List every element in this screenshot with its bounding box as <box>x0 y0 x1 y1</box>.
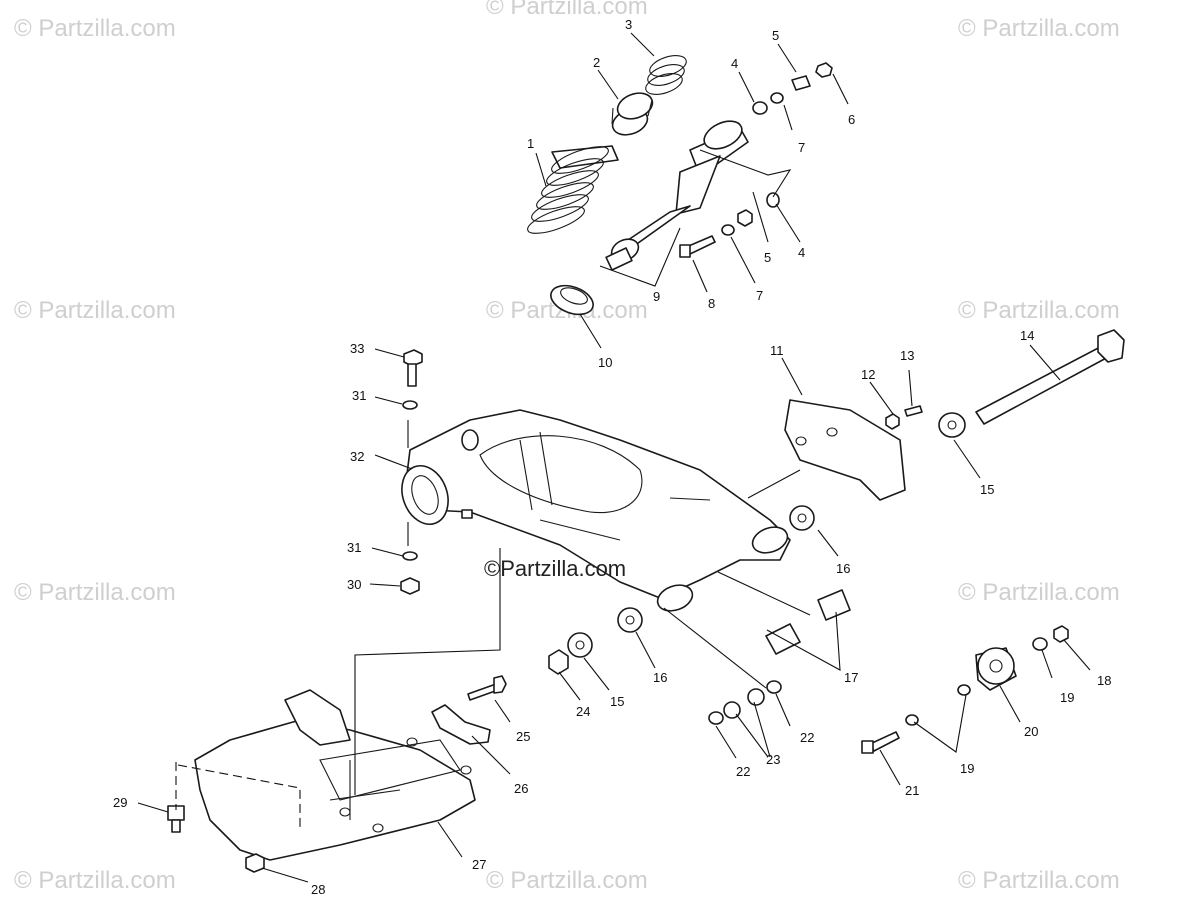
callout-22: 22 <box>800 730 814 745</box>
pivot-bolt-part <box>975 329 1125 425</box>
callout-10: 10 <box>598 355 612 370</box>
shock-spring-part <box>527 145 619 234</box>
guide-hardware-group <box>885 405 923 430</box>
callout-9: 9 <box>653 289 660 304</box>
watermark: © Partzilla.com <box>14 867 176 894</box>
callout-19: 19 <box>960 761 974 776</box>
watermark: © Partzilla.com <box>958 297 1120 324</box>
watermark: © Partzilla.com <box>958 867 1120 894</box>
callout-13: 13 <box>900 348 914 363</box>
skid-plate-part <box>194 689 476 861</box>
callout-15: 15 <box>980 482 994 497</box>
watermark: © Partzilla.com <box>486 0 648 20</box>
left-fastener-group <box>400 349 423 595</box>
callout-7: 7 <box>798 140 805 155</box>
chain-guide-part <box>784 399 906 501</box>
watermark: © Partzilla.com <box>958 579 1120 606</box>
callout-17: 17 <box>844 670 858 685</box>
callout-15: 15 <box>610 694 624 709</box>
skid-bracket-part <box>431 704 491 745</box>
callout-18: 18 <box>1097 673 1111 688</box>
swing-arm-part <box>401 409 791 612</box>
watermark: © Partzilla.com <box>14 297 176 324</box>
callout-20: 20 <box>1024 724 1038 739</box>
callout-5: 5 <box>772 28 779 43</box>
leader-lines <box>137 32 1091 883</box>
callout-22: 22 <box>736 764 750 779</box>
callout-25: 25 <box>516 729 530 744</box>
callout-11: 11 <box>770 343 784 358</box>
callout-31: 31 <box>347 540 361 555</box>
callout-2: 2 <box>593 55 600 70</box>
watermark: © Partzilla.com <box>14 579 176 606</box>
shock-hardware-group <box>679 62 833 258</box>
callout-1: 1 <box>527 136 534 151</box>
lower-hardware-group <box>708 625 1069 754</box>
callout-24: 24 <box>576 704 590 719</box>
watermark-center: ©Partzilla.com <box>484 556 626 581</box>
callout-4: 4 <box>798 245 805 260</box>
spring-seat-part <box>611 92 654 136</box>
callout-3: 3 <box>625 17 632 32</box>
callout-29: 29 <box>113 795 127 810</box>
callout-28: 28 <box>311 882 325 897</box>
callout-33: 33 <box>350 341 364 356</box>
watermark: © Partzilla.com <box>486 867 648 894</box>
callout-19: 19 <box>1060 690 1074 705</box>
callout-8: 8 <box>708 296 715 311</box>
callout-4: 4 <box>731 56 738 71</box>
callout-31: 31 <box>352 388 366 403</box>
callout-5: 5 <box>764 250 771 265</box>
skid-bolt-group <box>167 675 507 873</box>
callout-7: 7 <box>756 288 763 303</box>
callout-26: 26 <box>514 781 528 796</box>
callout-labels: 1 2 3 4 5 6 7 4 5 7 8 9 10 11 12 13 14 1… <box>113 17 1111 897</box>
pivot-washer-group <box>548 412 966 675</box>
bump-stop-spring-part <box>645 55 687 95</box>
callout-6: 6 <box>848 112 855 127</box>
callout-30: 30 <box>347 577 361 592</box>
callout-16: 16 <box>653 670 667 685</box>
pivot-bushing-group <box>765 589 851 655</box>
callout-12: 12 <box>861 367 875 382</box>
callout-14: 14 <box>1020 328 1034 343</box>
callout-16: 16 <box>836 561 850 576</box>
callout-23: 23 <box>766 752 780 767</box>
watermark: © Partzilla.com <box>14 15 176 42</box>
callout-27: 27 <box>472 857 486 872</box>
watermark-group: © Partzilla.com © Partzilla.com © Partzi… <box>14 0 1120 894</box>
watermark: © Partzilla.com <box>958 15 1120 42</box>
callout-21: 21 <box>905 783 919 798</box>
shock-absorber-part <box>605 120 749 271</box>
spring-retainer-part <box>550 284 594 316</box>
callout-32: 32 <box>350 449 364 464</box>
